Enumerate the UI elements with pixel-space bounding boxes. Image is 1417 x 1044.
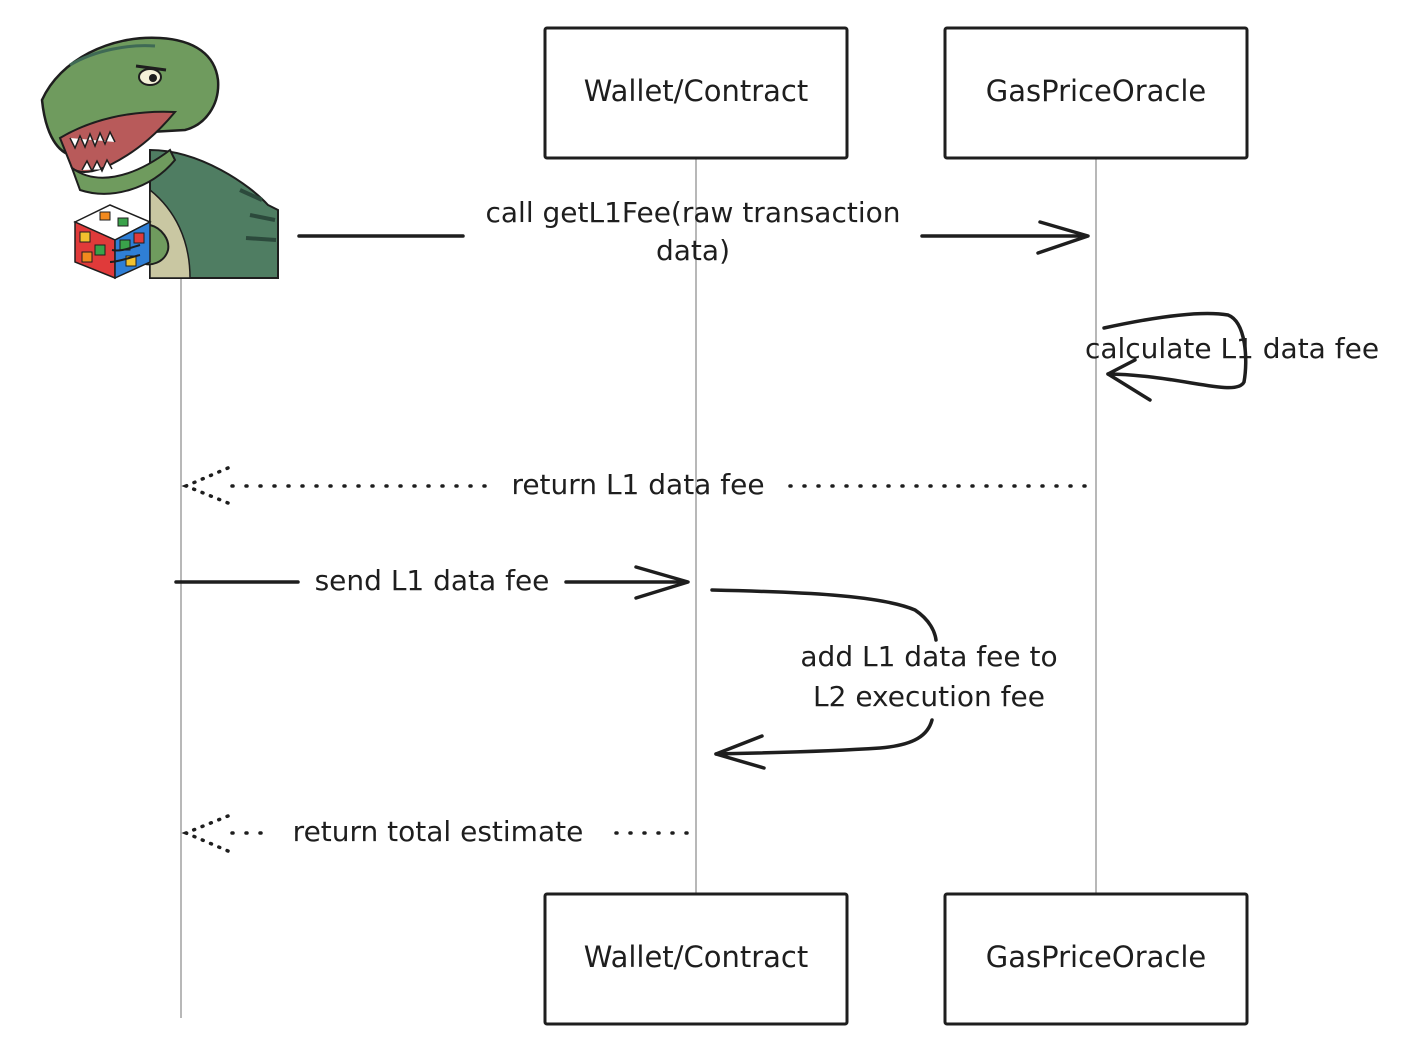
calculate-loop-line: [1102, 311, 1248, 390]
add-label-line2: L2 execution fee: [813, 680, 1045, 713]
return-fee-arrowhead: [181, 466, 230, 505]
oracle-top-box: GasPriceOracle: [943, 26, 1249, 160]
add-loop-bottom: [714, 718, 934, 756]
send-arrowhead: [634, 565, 690, 600]
call-arrowhead: [1036, 220, 1090, 255]
calculate-label: calculate L1 data fee: [1085, 332, 1379, 365]
return-total-arrowhead: [181, 814, 230, 853]
oracle-bottom-box: GasPriceOracle: [943, 892, 1249, 1026]
oracle-bottom-label: GasPriceOracle: [986, 940, 1206, 974]
call-label-line1: call getL1Fee(raw transaction: [486, 196, 901, 229]
message-return-fee: return L1 data fee: [181, 466, 1092, 505]
message-send-fee: send L1 data fee: [174, 564, 690, 600]
call-label-line2: data): [656, 234, 730, 267]
return-fee-label: return L1 data fee: [511, 468, 764, 501]
oracle-top-label: GasPriceOracle: [986, 74, 1206, 108]
wallet-top-label: Wallet/Contract: [584, 74, 808, 108]
wallet-bottom-label: Wallet/Contract: [584, 940, 808, 974]
send-label: send L1 data fee: [315, 564, 550, 597]
wallet-top-box: Wallet/Contract: [543, 26, 849, 160]
add-arrowhead: [714, 734, 766, 770]
return-total-label: return total estimate: [293, 815, 584, 848]
message-add-fee: add L1 data fee to L2 execution fee: [710, 588, 1058, 770]
calculate-arrowhead: [1106, 358, 1152, 402]
wallet-bottom-box: Wallet/Contract: [543, 892, 849, 1026]
add-label-line1: add L1 data fee to: [800, 640, 1057, 673]
message-calculate-fee: calculate L1 data fee: [1085, 311, 1379, 402]
dinosaur-with-rubiks-cube-icon: [40, 36, 279, 280]
message-return-total: return total estimate: [181, 814, 698, 853]
add-loop-top: [710, 588, 938, 642]
message-call-getl1fee: call getL1Fee(raw transaction data): [297, 196, 1090, 267]
